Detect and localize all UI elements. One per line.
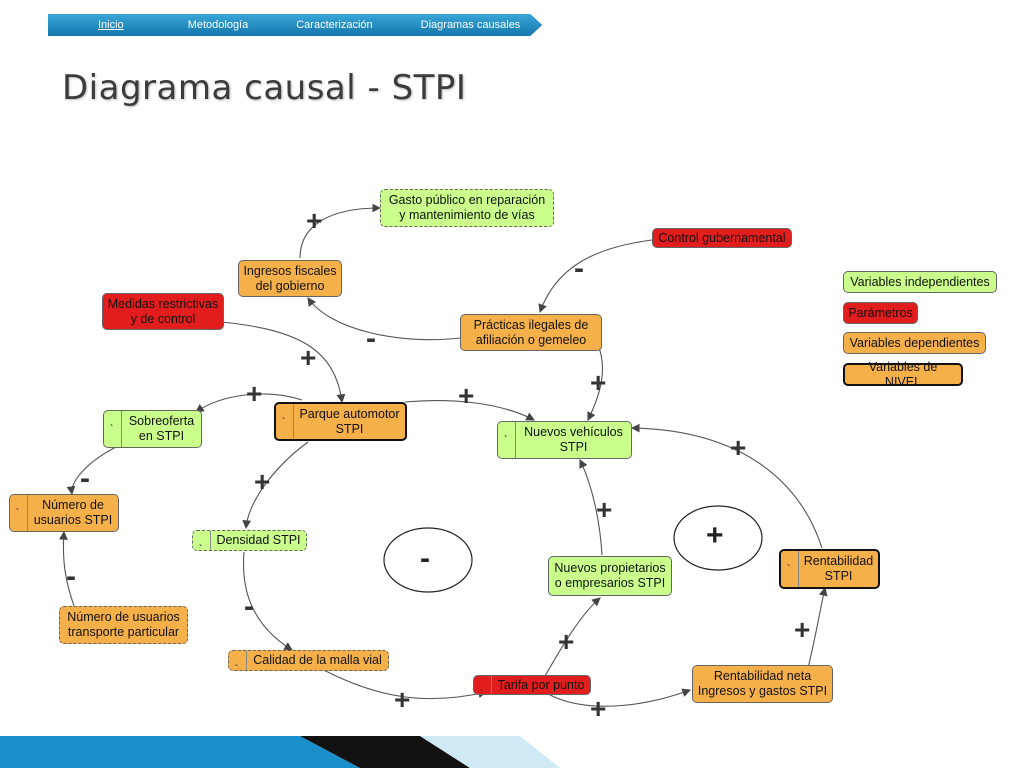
sign-plus-calidad-tarifa: + [394,684,411,715]
link-practicas-ingresos [307,297,461,341]
loop-balancing-circle [383,527,473,593]
level-flag-icon: ˎ [282,408,286,420]
sign-plus-tarifa-propietarios: + [558,626,575,657]
level-flag-icon: ˎ [110,415,114,427]
link-parque-sobreoferta [195,393,303,413]
level-flag-icon: ˎ [787,555,791,567]
loop-balancing-sign: - [420,542,430,575]
node-nuevos-propietarios[interactable]: Nuevos propietarios o empresarios STPI [548,556,672,596]
sign-minus-control-practicas: - [574,252,584,285]
link-propietarios-nuevos [579,459,603,556]
link-practicas-nuevos [587,344,604,421]
level-flag-icon: ˎ [235,655,239,667]
bottom-bar-graphic [0,736,360,768]
link-ingresos-gasto [299,203,382,259]
link-tarifa-propietarios [544,597,601,677]
sign-minus-particular-numero: - [66,560,76,593]
loop-reinforcing-sign: + [706,519,724,552]
sign-plus-ingresos-gasto: + [306,205,323,236]
link-neta-rentabilidad [807,586,828,669]
sign-plus-neta-rentabilidad: + [794,614,811,645]
link-sobreoferta-numero [66,445,119,496]
sign-plus-practicas-nuevos: + [590,367,607,398]
node-practicas-ilegales[interactable]: Prácticas ilegales de afiliación o gemel… [460,314,602,351]
breadcrumb-metodologia[interactable]: Metodología [148,14,271,36]
link-control-practicas [538,239,653,314]
sign-minus-densidad-calidad: - [244,590,254,623]
node-usuarios-particular[interactable]: Número de usuarios transporte particular [59,606,188,644]
level-flag-icon: ˎ [480,680,484,692]
sign-plus-propietarios-nuevos: + [596,494,613,525]
legend-independientes: Variables independientes [843,271,997,293]
page-title: Diagrama causal - STPI [62,68,467,108]
link-particular-numero [59,530,75,607]
sign-plus-parque-sobreoferta: + [246,378,263,409]
legend-dependientes: Variables dependientes [843,332,986,354]
sign-plus-parque-densidad: + [254,466,271,497]
sign-plus-rentabilidad-nuevos: + [730,432,747,463]
link-tarifa-rentabilidad-neta [549,688,692,707]
level-flag-icon: ˎ [199,535,203,547]
node-control-gubernamental[interactable]: Control gubernamental [652,228,792,248]
level-flag-icon: ˎ [16,499,20,511]
node-ingresos-fiscales[interactable]: Ingresos fiscales del gobierno [238,260,342,297]
breadcrumb-inicio[interactable]: Inicio [48,14,162,36]
link-medidas-parque [221,321,346,404]
sign-plus-parque-nuevos: + [458,380,475,411]
sign-minus-sobreoferta-numero: - [80,462,90,495]
link-parque-nuevos [404,400,535,421]
node-medidas-restrictivas[interactable]: Medidas restrictivas y de control [102,293,224,330]
legend-parametros: Parámetros [843,302,918,324]
sign-plus-medidas-parque: + [300,342,317,373]
breadcrumb: Inicio Metodología Caracterización Diagr… [48,14,528,36]
loop-reinforcing-circle [673,505,763,571]
sign-plus-tarifa-rentabilidad-neta: + [590,693,607,724]
legend-nivel: Variables de NIVEL [843,360,963,389]
sign-minus-practicas-ingresos: - [366,322,376,355]
node-gasto-publico[interactable]: Gasto público en reparación y mantenimie… [380,189,554,227]
node-rentabilidad-neta[interactable]: Rentabilidad neta Ingresos y gastos STPI [692,665,833,703]
link-rentabilidad-nuevos [630,423,823,549]
level-flag-icon: ˎ [504,426,508,438]
breadcrumb-diagramas-causales[interactable]: Diagramas causales [381,14,543,36]
link-parque-densidad [242,441,309,530]
link-densidad-calidad [242,551,293,651]
link-calidad-tarifa [319,667,488,700]
breadcrumb-caracterizacion[interactable]: Caracterización [256,14,394,36]
